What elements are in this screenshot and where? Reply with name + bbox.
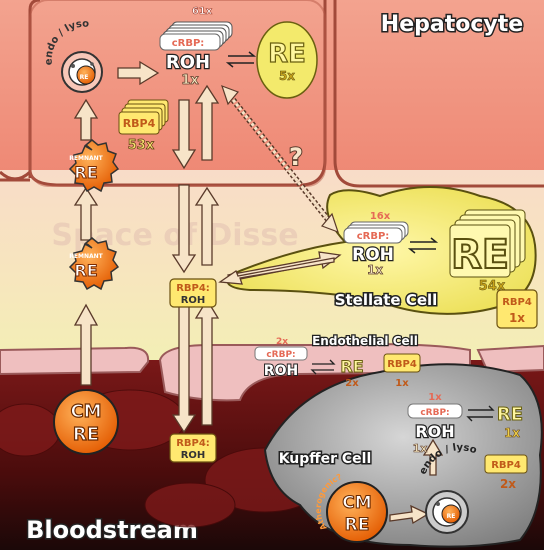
remnant-label-lower: REMNANT (69, 253, 103, 260)
stellate-re-stack (449, 209, 526, 278)
hep-re-droplet (256, 21, 318, 99)
stellate-roh-label: ROH (352, 245, 394, 265)
stellate-rbp4-label: RBP4 (502, 297, 532, 308)
hep-roh-count: 1x (181, 73, 199, 88)
transport-arrows (73, 60, 444, 525)
endo-re-label: RE (340, 357, 363, 376)
hep-re-count: 5x (279, 69, 295, 83)
cm-re-label-kupffer: RE (345, 515, 370, 535)
endo-crbp-box (254, 346, 308, 361)
stellate-crbp-count: 16x (370, 211, 391, 222)
remnant-label-upper: REMNANT (69, 155, 103, 162)
endothelial-cell-title: Endothelial Cell (312, 334, 418, 348)
kupffer-re-count: 1x (504, 426, 520, 440)
kupffer-cell-title: Kupffer Cell (279, 451, 372, 467)
unknown-pathway-question: ? (289, 143, 303, 171)
kupffer-re-label: RE (497, 404, 523, 425)
cm-label-kupffer: CM (342, 493, 371, 513)
stellate-roh-count: 1x (367, 263, 383, 277)
kupffer-roh-count: 1x (413, 442, 428, 455)
disse-rbp4-label: RBP4: (176, 283, 210, 294)
endo-rbp4-box (383, 353, 421, 373)
kupffer-equilibrium-arrows (466, 405, 495, 422)
stellate-crbp-stack (343, 221, 409, 244)
kupffer-crbp-label: cRBP: (420, 408, 449, 418)
blood-roh-label: ROH (181, 450, 206, 461)
endo-roh-label: ROH (264, 363, 298, 379)
kupffer-crbp-box (407, 403, 463, 419)
hep-crbp-stack (159, 21, 233, 51)
hep-roh-label: ROH (166, 52, 210, 73)
endo-rbp4-label: RBP4 (387, 359, 417, 370)
endo-re-count: 2x (345, 378, 359, 389)
hepatocyte-title: Hepatocyte (381, 12, 523, 37)
hep-crbp-label: cRBP: (172, 38, 205, 49)
stellate-cell-title: Stellate Cell (335, 291, 438, 309)
disse-roh-label: ROH (181, 295, 206, 306)
bloodstream-title: Bloodstream (26, 516, 198, 544)
cm-label-left: CM (70, 401, 101, 422)
hep-endo-lyso-vesicle (61, 51, 103, 93)
kupffer-endo-lyso-vesicle (425, 490, 469, 534)
kupffer-rbp4-label: RBP4 (491, 460, 521, 471)
hep-crbp-count: 61x (192, 6, 213, 17)
hep-rbp4-count: 53x (128, 138, 155, 153)
remnant-re-particle-lower (68, 237, 120, 291)
kupffer-crbp-count: 1x (428, 392, 442, 403)
kupffer-rbp4-count: 2x (500, 477, 516, 491)
cm-particle-left (53, 389, 119, 455)
kupffer-vesicle-re: RE (447, 513, 456, 520)
endo-crbp-count: 2x (276, 337, 288, 347)
hep-rbp4-stack (118, 99, 169, 135)
hep-re-label: RE (268, 39, 306, 69)
stellate-crbp-label: cRBP: (357, 231, 390, 242)
cm-particle-kupffer (326, 481, 388, 543)
endo-equilibrium-arrows (310, 359, 336, 375)
cm-re-label-left: RE (73, 424, 99, 445)
endo-rbp4-count: 1x (395, 378, 409, 389)
stellate-rbp4-count: 1x (509, 311, 525, 325)
stellate-rbp4-box (496, 289, 538, 329)
remnant-re-upper: RE (74, 163, 97, 182)
kupffer-roh-label: ROH (415, 422, 454, 441)
remnant-re-lower: RE (74, 261, 97, 280)
hep-equilibrium-arrows (225, 51, 257, 68)
stellate-equilibrium-arrows (407, 237, 439, 254)
dashed-exchange-arrow (221, 84, 339, 234)
hep-rbp4-label: RBP4 (123, 117, 156, 130)
stellate-re-label: RE (451, 232, 509, 278)
kupffer-rbp4-box (484, 454, 528, 474)
disse-rbp4-roh-box (169, 278, 217, 308)
endo-crbp-label: cRBP: (266, 350, 295, 360)
hep-vesicle-re: RE (80, 74, 89, 81)
blood-rbp4-roh-box (169, 433, 217, 463)
blood-rbp4-label: RBP4: (176, 438, 210, 449)
remnant-re-particle-upper (68, 139, 120, 193)
